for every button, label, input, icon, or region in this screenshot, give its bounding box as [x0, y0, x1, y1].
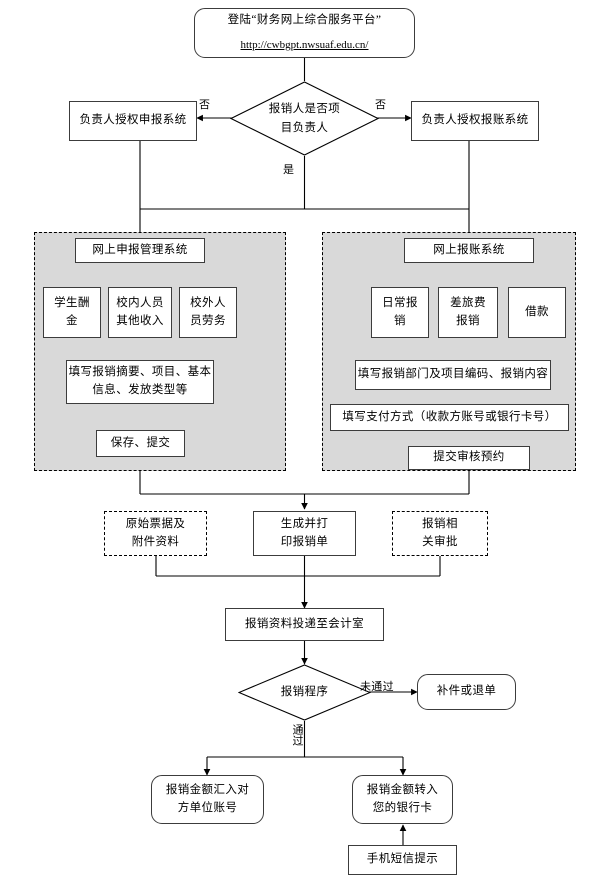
node-left-fill-form-line1: 填写报销摘要、项目、基本 — [68, 366, 212, 379]
decision-label: 报销人是否项 目负责人 — [230, 81, 379, 156]
node-original-receipts[interactable]: 原始票据及 附件资料 — [104, 511, 207, 556]
node-left-option-1-line1: 校内人员 — [116, 296, 164, 309]
node-left-option-0-line1: 学生酬 — [54, 296, 90, 309]
node-left-panel-header[interactable]: 网上申报管理系统 — [75, 238, 205, 263]
node-left-fill-form[interactable]: 填写报销摘要、项目、基本 信息、发放类型等 — [66, 360, 214, 404]
start-login-platform[interactable]: 登陆“财务网上综合服务平台” http://cwbgpt.nwsuaf.edu.… — [194, 8, 415, 58]
node-left-option-1-line2: 其他收入 — [116, 314, 164, 327]
node-owner-authorize-declaration[interactable]: 负责人授权申报系统 — [69, 101, 197, 141]
node-right-option-1-line2: 报销 — [456, 314, 480, 327]
node-transfer-to-bank-card-line2: 您的银行卡 — [372, 801, 433, 814]
start-url-link[interactable]: http://cwbgpt.nwsuaf.edu.cn/ — [240, 38, 369, 51]
panel-online-accounting — [322, 232, 576, 471]
decision2-label: 报销程序 — [280, 686, 329, 699]
node-transfer-to-bank-card-line1: 报销金额转入 — [366, 783, 439, 796]
node-deliver-to-accounting-office[interactable]: 报销资料投递至会计室 — [225, 608, 384, 641]
node-right-option-1-line1: 差旅费 — [450, 296, 486, 309]
edge-label-no-left: 否 — [199, 99, 211, 111]
decision-label-line1: 报销人是否项 — [268, 103, 341, 116]
edge-label-no-right: 否 — [375, 99, 387, 111]
node-right-fill-dept[interactable]: 填写报销部门及项目编码、报销内容 — [355, 360, 551, 390]
node-generate-print-form[interactable]: 生成并打 印报销单 — [253, 511, 356, 556]
node-right-fill-payment[interactable]: 填写支付方式（收款方账号或银行卡号） — [330, 404, 569, 431]
start-title: 登陆“财务网上综合服务平台” — [227, 14, 382, 27]
decision-reimbursement-procedure[interactable]: 报销程序 — [237, 664, 372, 721]
node-left-option-1[interactable]: 校内人员 其他收入 — [108, 287, 172, 338]
node-right-submit-review[interactable]: 提交审核预约 — [408, 446, 530, 470]
node-sms-notification[interactable]: 手机短信提示 — [348, 845, 457, 875]
node-transfer-to-unit-account-line1: 报销金额汇入对 — [165, 783, 250, 796]
node-left-option-2-line1: 校外人 — [190, 296, 226, 309]
edge-label-yes-down: 是 — [283, 164, 295, 176]
node-right-panel-header[interactable]: 网上报账系统 — [404, 238, 534, 263]
decision-shape — [229, 81, 380, 156]
node-left-option-2-line2: 员劳务 — [190, 314, 226, 327]
node-reimbursement-approval[interactable]: 报销相 关审批 — [392, 511, 488, 556]
edge-label-passed: 通过 — [291, 724, 303, 746]
node-generate-print-form-line2: 印报销单 — [280, 535, 329, 548]
node-right-option-1[interactable]: 差旅费 报销 — [438, 287, 498, 338]
node-left-save-submit[interactable]: 保存、提交 — [96, 430, 185, 457]
node-right-option-0-line1: 日常报 — [382, 296, 418, 309]
decision-label-line2: 目负责人 — [280, 121, 329, 134]
node-transfer-to-unit-account-line2: 方单位账号 — [177, 801, 238, 814]
decision2-shape — [237, 664, 372, 721]
node-owner-authorize-accounting[interactable]: 负责人授权报账系统 — [411, 101, 539, 141]
node-reimbursement-approval-line1: 报销相 — [422, 517, 458, 530]
node-reimbursement-approval-line2: 关审批 — [422, 535, 458, 548]
node-original-receipts-line2: 附件资料 — [131, 535, 180, 548]
node-left-option-0[interactable]: 学生酬 金 — [43, 287, 101, 338]
node-left-option-2[interactable]: 校外人 员劳务 — [179, 287, 237, 338]
node-generate-print-form-line1: 生成并打 — [280, 517, 329, 530]
node-transfer-to-bank-card[interactable]: 报销金额转入 您的银行卡 — [352, 775, 453, 824]
node-right-option-0-line2: 销 — [394, 314, 406, 327]
node-supplement-or-return[interactable]: 补件或退单 — [417, 674, 516, 710]
node-right-option-0[interactable]: 日常报 销 — [371, 287, 429, 338]
node-left-option-0-line2: 金 — [66, 314, 78, 327]
decision-is-project-owner[interactable]: 报销人是否项 目负责人 — [229, 81, 380, 156]
node-transfer-to-unit-account[interactable]: 报销金额汇入对 方单位账号 — [151, 775, 264, 824]
node-right-option-2[interactable]: 借款 — [508, 287, 566, 338]
node-original-receipts-line1: 原始票据及 — [125, 517, 186, 530]
node-left-fill-form-line2: 信息、发放类型等 — [92, 384, 188, 396]
edge-label-not-passed: 未通过 — [360, 681, 394, 693]
